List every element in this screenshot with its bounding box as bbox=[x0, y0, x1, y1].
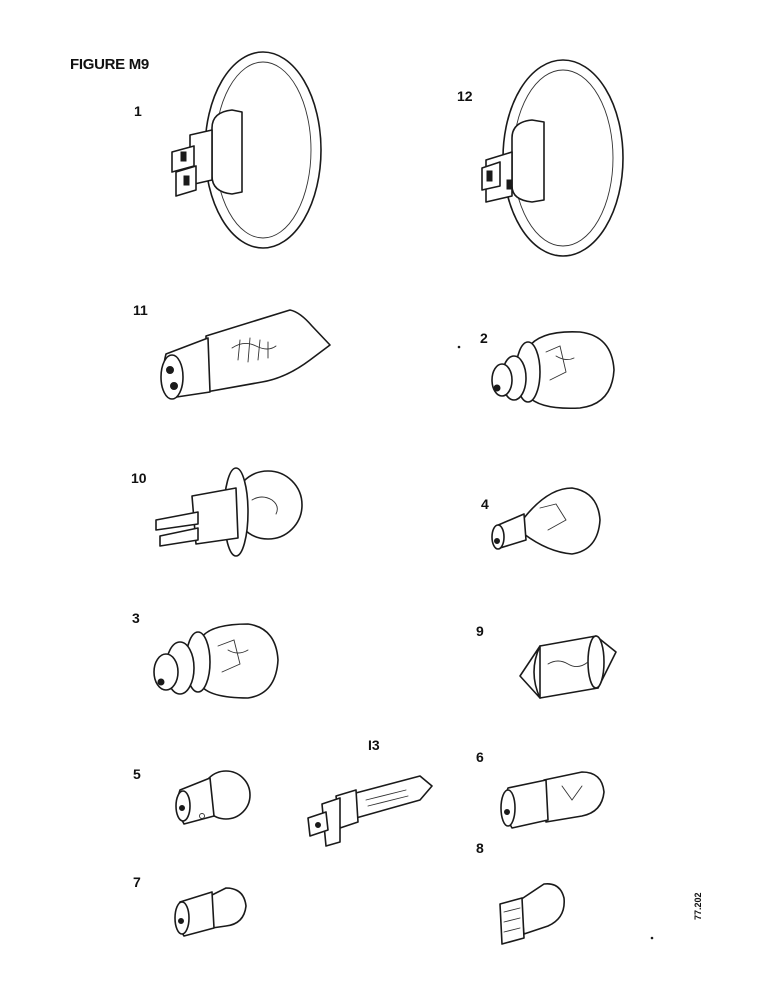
label-3: 3 bbox=[132, 610, 140, 626]
bulb-9-festoon bbox=[520, 636, 616, 698]
label-8: 8 bbox=[476, 840, 484, 856]
bulb-4-bayonet bbox=[492, 488, 600, 554]
label-6: 6 bbox=[476, 749, 484, 765]
label-9: 9 bbox=[476, 623, 484, 639]
bulb-7-tubular bbox=[175, 888, 246, 936]
bulb-2-prefocus bbox=[492, 332, 614, 408]
bulb-3-prefocus bbox=[154, 624, 278, 698]
label-13: I3 bbox=[368, 737, 380, 753]
label-2: 2 bbox=[480, 330, 488, 346]
label-11: 11 bbox=[133, 302, 148, 318]
bulb-10-flanged bbox=[156, 468, 302, 556]
label-4: 4 bbox=[481, 496, 489, 512]
label-1: 1 bbox=[134, 103, 142, 119]
label-12: 12 bbox=[457, 88, 473, 104]
bulb-13-halogen bbox=[308, 776, 432, 846]
bulb-1-sealed-beam bbox=[172, 52, 321, 248]
figure-title: FIGURE M9 bbox=[70, 56, 149, 73]
label-10: 10 bbox=[131, 470, 147, 486]
bulb-5-ball bbox=[176, 771, 250, 824]
label-7: 7 bbox=[133, 874, 141, 890]
bulb-11-bayonet bbox=[161, 310, 330, 399]
label-5: 5 bbox=[133, 766, 141, 782]
bulb-12-sealed-beam bbox=[482, 60, 623, 256]
bulb-8-wedge bbox=[500, 884, 564, 944]
bulb-6-tubular bbox=[501, 772, 604, 828]
